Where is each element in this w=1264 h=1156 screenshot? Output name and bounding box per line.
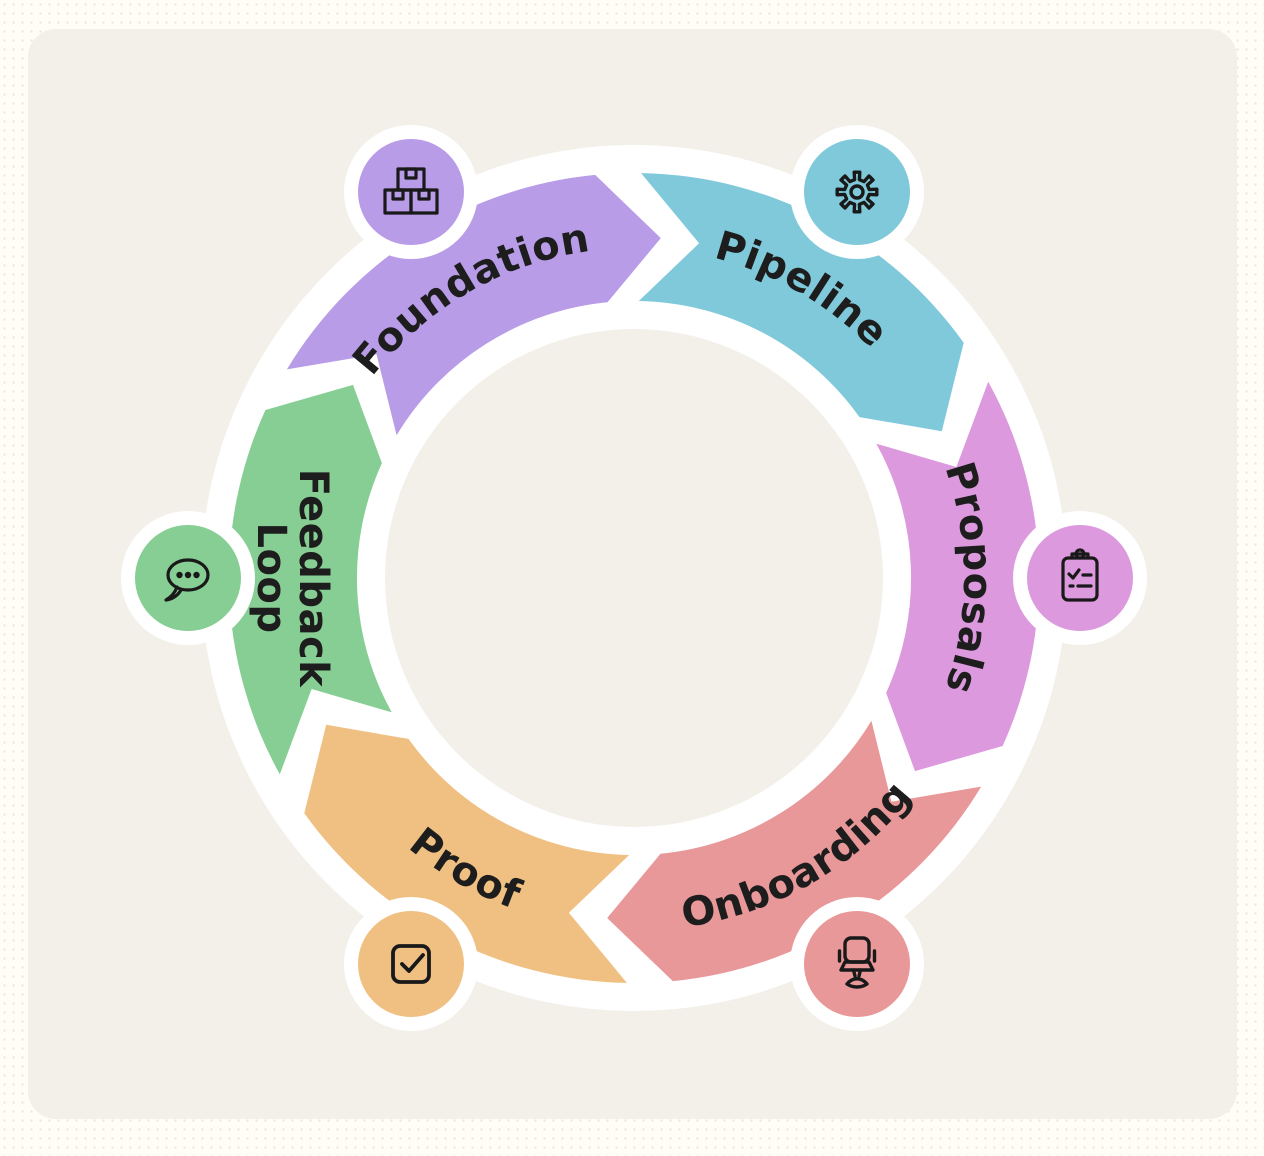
badge-onboarding	[790, 897, 924, 1031]
badge-disc	[804, 139, 910, 245]
inner-hole	[385, 329, 883, 827]
label-feedback-loop: Feedback Loop	[248, 469, 336, 688]
badge-feedback-loop	[121, 511, 255, 645]
speech-bubble-icon	[164, 558, 210, 602]
badge-disc	[804, 911, 910, 1017]
segment-pipeline	[638, 173, 964, 432]
segment-foundation	[286, 174, 661, 436]
badge-pipeline	[790, 125, 924, 259]
badge-foundation	[344, 125, 478, 259]
segment-feedback-loop	[228, 384, 392, 775]
label-feedback-line1: Feedback	[290, 469, 336, 688]
clipboard-checklist-icon	[1061, 548, 1099, 602]
segment-proposals	[876, 381, 1040, 772]
badge-disc	[1027, 525, 1133, 631]
segment-onboarding	[607, 720, 982, 982]
boxes-icon	[383, 167, 439, 215]
segment-proof	[304, 724, 630, 983]
gear-icon	[835, 170, 879, 214]
office-chair-icon	[837, 936, 877, 989]
label-feedback-line2: Loop	[248, 522, 294, 633]
badge-disc	[358, 911, 464, 1017]
badge-proposals	[1013, 511, 1147, 645]
badge-proof	[344, 897, 478, 1031]
checkbox-icon	[391, 944, 431, 984]
